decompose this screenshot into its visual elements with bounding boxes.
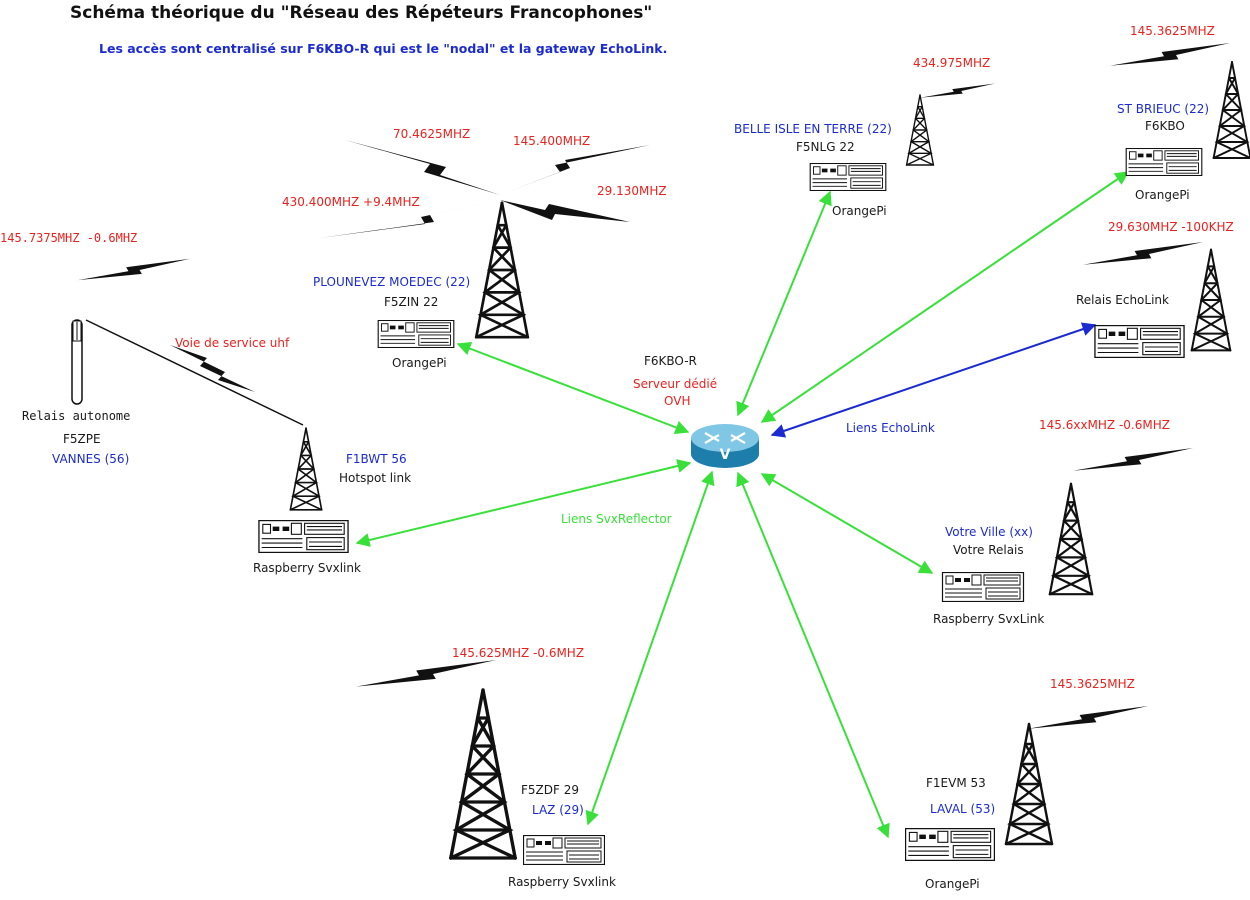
laz-tower-icon xyxy=(448,688,518,860)
laz-freq: 145.625MHZ -0.6MHZ xyxy=(452,646,585,660)
plounevez-location: PLOUNEVEZ MOEDEC (22) xyxy=(313,275,471,289)
laval-server-icon xyxy=(905,828,995,861)
f1bwt-tower-icon xyxy=(289,427,323,511)
laval-callsign: F1EVM 53 xyxy=(926,776,986,790)
vannes-callsign: F5ZPE xyxy=(63,432,101,446)
st-brieuc-bolt-icon xyxy=(1110,43,1230,66)
belle-isle-tower-icon xyxy=(905,94,935,166)
votre-ville-tower-icon xyxy=(1048,482,1094,596)
laz-callsign: F5ZDF 29 xyxy=(521,783,579,797)
vannes-freq: 145.7375MHZ -0.6MHZ xyxy=(0,231,138,245)
plounevez-freq-1: 70.4625MHZ xyxy=(393,127,471,141)
belle-isle-callsign: F5NLG 22 xyxy=(796,140,855,154)
hub-callsign: F6KBO-R xyxy=(644,354,697,368)
votre-ville-freq: 145.6xxMHZ -0.6MHZ xyxy=(1039,418,1170,432)
belle-isle-bolt-icon xyxy=(920,83,995,98)
st-brieuc-callsign: F6KBO xyxy=(1145,119,1185,133)
belle-isle-server-icon xyxy=(809,163,887,191)
hub-role: Serveur dédié xyxy=(633,377,718,391)
echolink-tower-icon xyxy=(1190,248,1232,352)
vannes-service-link xyxy=(85,319,304,426)
plounevez-server-icon xyxy=(377,320,455,348)
st-brieuc-tower-icon xyxy=(1212,61,1250,159)
plounevez-freq-4: 29.130MHZ xyxy=(597,184,667,198)
laz-bolt-icon xyxy=(356,660,496,687)
st-brieuc-location: ST BRIEUC (22) xyxy=(1117,102,1210,116)
vannes-location: VANNES (56) xyxy=(52,452,130,466)
belle-isle-device: OrangePi xyxy=(832,204,887,218)
link-belle-isle xyxy=(736,190,832,417)
plounevez-freq-3: 430.400MHZ +9.4MHZ xyxy=(282,195,420,209)
f1bwt-callsign: F1BWT 56 xyxy=(346,452,407,466)
echolink-freq: 29.630MHZ -100KHZ xyxy=(1108,220,1234,234)
f1bwt-role: Hotspot link xyxy=(339,471,412,485)
link-echolink xyxy=(770,322,1097,438)
echolink-server-icon xyxy=(1094,325,1185,358)
link-plounevez xyxy=(456,341,690,435)
link-laz xyxy=(585,470,715,826)
f1bwt-device: Raspberry Svxlink xyxy=(253,561,361,575)
f1bwt-server-icon xyxy=(258,520,349,553)
votre-ville-server-icon xyxy=(941,572,1025,602)
vannes-label: Relais autonome xyxy=(22,409,131,423)
link-votre-ville xyxy=(760,473,934,574)
st-brieuc-device: OrangePi xyxy=(1135,188,1190,202)
laval-location: LAVAL (53) xyxy=(930,802,996,816)
echolink-links-label: Liens EchoLink xyxy=(846,421,935,435)
plounevez-device: OrangePi xyxy=(392,356,447,370)
votre-ville-name: Votre Relais xyxy=(953,543,1024,557)
hub-host: OVH xyxy=(664,394,691,408)
vannes-service-bolt-icon xyxy=(170,345,255,392)
votre-ville-location: Votre Ville (xx) xyxy=(945,525,1033,539)
plounevez-freq-2: 145.400MHZ xyxy=(513,134,591,148)
page-title: Schéma théorique du "Réseau des Répéteur… xyxy=(70,3,653,23)
vannes-antenna-icon xyxy=(71,319,83,405)
laval-device: OrangePi xyxy=(925,877,980,891)
belle-isle-location: BELLE ISLE EN TERRE (22) xyxy=(734,122,892,136)
st-brieuc-server-icon xyxy=(1125,148,1203,176)
plounevez-callsign: F5ZIN 22 xyxy=(384,295,439,309)
vannes-bolt-icon xyxy=(78,258,190,281)
laval-freq: 145.3625MHZ xyxy=(1050,677,1135,691)
belle-isle-freq: 434.975MHZ xyxy=(913,56,991,70)
laz-server-icon xyxy=(523,835,605,865)
laval-tower-icon xyxy=(1004,722,1054,846)
link-st-brieuc xyxy=(760,171,1130,423)
echolink-bolt-icon xyxy=(1083,242,1203,265)
votre-ville-bolt-icon xyxy=(1073,448,1193,471)
router-icon: V xyxy=(691,424,759,468)
link-laval xyxy=(736,471,890,839)
laz-device: Raspberry Svxlink xyxy=(508,875,616,889)
vannes-service-link-label: Voie de service uhf xyxy=(175,336,290,350)
svx-links-label: Liens SvxReflector xyxy=(561,512,672,526)
plounevez-tower-icon xyxy=(320,140,650,339)
svg-text:V: V xyxy=(720,447,731,463)
votre-ville-device: Raspberry SvxLink xyxy=(933,612,1045,626)
st-brieuc-freq: 145.3625MHZ xyxy=(1130,24,1215,38)
laz-location: LAZ (29) xyxy=(532,803,584,817)
laval-bolt-icon xyxy=(1028,706,1148,729)
page-subtitle: Les accès sont centralisé sur F6KBO-R qu… xyxy=(99,41,668,56)
echolink-label: Relais EchoLink xyxy=(1076,293,1169,307)
